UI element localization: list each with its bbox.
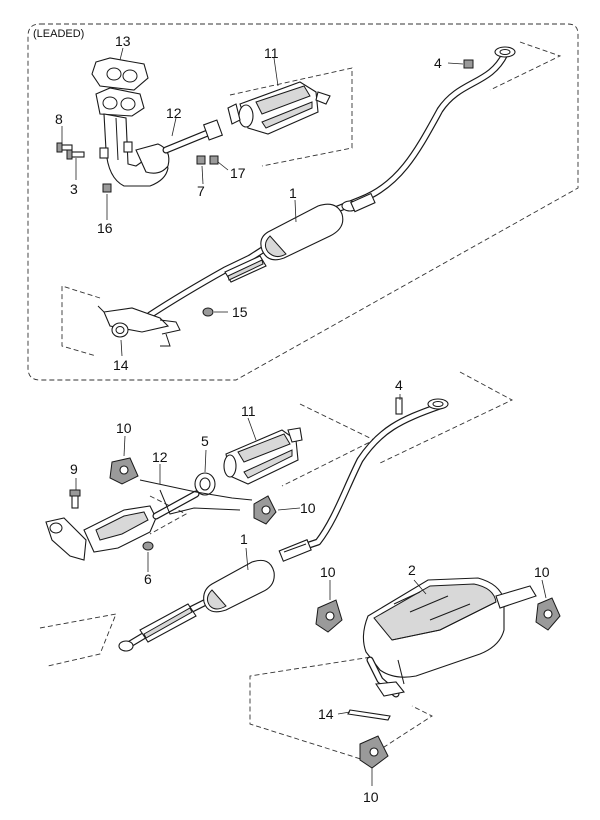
leaded-assembly: (LEADED) — [27, 23, 579, 381]
muffler-dash-line — [249, 655, 433, 761]
callout-6-bottom: 6 — [144, 571, 152, 587]
callout-2-bottom: 2 — [408, 562, 416, 578]
callout-1-top: 1 — [289, 185, 297, 201]
callouts-top: 13 11 4 8 12 3 7 17 16 1 15 14 — [55, 33, 442, 373]
main-pipe-flange-bottom — [427, 398, 449, 410]
callout-10-bottom-a: 10 — [116, 420, 132, 436]
front-flange-top — [97, 305, 181, 347]
callout-12-bottom: 12 — [152, 449, 168, 465]
bolt-3-top — [66, 149, 85, 160]
bolt-9-bottom — [69, 489, 81, 509]
catalytic-converter-top — [227, 81, 331, 135]
callout-10-bottom-d: 10 — [534, 564, 550, 580]
callout-5-bottom: 5 — [201, 433, 209, 449]
callouts-bottom: 4 10 11 5 12 9 10 6 1 10 2 10 14 10 — [70, 377, 550, 805]
callout-11-bottom: 11 — [241, 403, 256, 419]
hanger-rubber-10-a — [109, 457, 139, 485]
callout-12-top: 12 — [166, 105, 182, 121]
callout-13-top: 13 — [115, 33, 131, 49]
pipe-dash-box — [489, 41, 562, 91]
callout-4-top: 4 — [434, 55, 442, 71]
center-muffler-top — [260, 192, 376, 261]
nut-15-top — [202, 307, 214, 317]
callout-4-bottom: 4 — [395, 377, 403, 393]
callout-8-top: 8 — [55, 111, 63, 127]
front-dash-line — [39, 613, 117, 667]
callout-15-top: 15 — [232, 304, 248, 320]
catalytic-dash-box — [229, 67, 353, 167]
leaded-group-label: (LEADED) — [33, 28, 84, 40]
callout-14-top: 14 — [113, 357, 129, 373]
nut-7-top — [196, 155, 206, 165]
leader-lines-bottom — [75, 394, 547, 786]
callout-3-top: 3 — [70, 181, 78, 197]
callout-1-bottom: 1 — [240, 531, 248, 547]
callout-7-top: 7 — [197, 183, 205, 199]
nut-17-top — [209, 155, 219, 165]
rear-muffler — [362, 577, 537, 698]
callout-14-bottom: 14 — [318, 706, 334, 722]
resonator-top — [224, 255, 267, 283]
callout-11-top: 11 — [264, 45, 279, 61]
callout-9-bottom: 9 — [70, 461, 78, 477]
rear-dash-line — [377, 371, 513, 465]
gasket-13 — [91, 57, 149, 91]
pipe-end-flange — [494, 46, 516, 58]
pipe-dash-line — [149, 495, 187, 535]
gasket-5 — [194, 472, 216, 496]
pin-14-bottom — [347, 709, 391, 721]
leaded-group-border — [27, 23, 579, 381]
front-pipe-dash-box — [61, 285, 101, 357]
resonator-bottom — [118, 603, 197, 652]
hanger-rubber-10-b — [253, 495, 277, 525]
front-pipe-bottom — [45, 479, 253, 561]
nut-16-top — [102, 183, 112, 193]
hanger-rubber-10-d — [535, 597, 561, 631]
exhaust-manifold-front-pipe — [95, 87, 224, 187]
callout-10-bottom-b: 10 — [300, 500, 316, 516]
callout-17-top: 17 — [230, 165, 246, 181]
hanger-rubber-10-e — [359, 735, 389, 769]
catalytic-converter-bottom — [223, 427, 303, 485]
leader-lines-top — [61, 47, 464, 357]
bolt-8-top — [56, 142, 73, 153]
nut-4-top — [463, 59, 474, 69]
callout-10-bottom-e: 10 — [363, 789, 379, 805]
hanger-rubber-10-c — [315, 599, 343, 633]
nut-4-bottom — [395, 397, 403, 415]
callout-10-bottom-c: 10 — [320, 564, 336, 580]
standard-assembly: 4 10 11 5 12 9 10 6 1 10 2 10 14 10 — [39, 371, 561, 805]
center-muffler-bottom — [203, 539, 312, 613]
nut-6-bottom — [142, 541, 154, 551]
callout-16-top: 16 — [97, 220, 113, 236]
